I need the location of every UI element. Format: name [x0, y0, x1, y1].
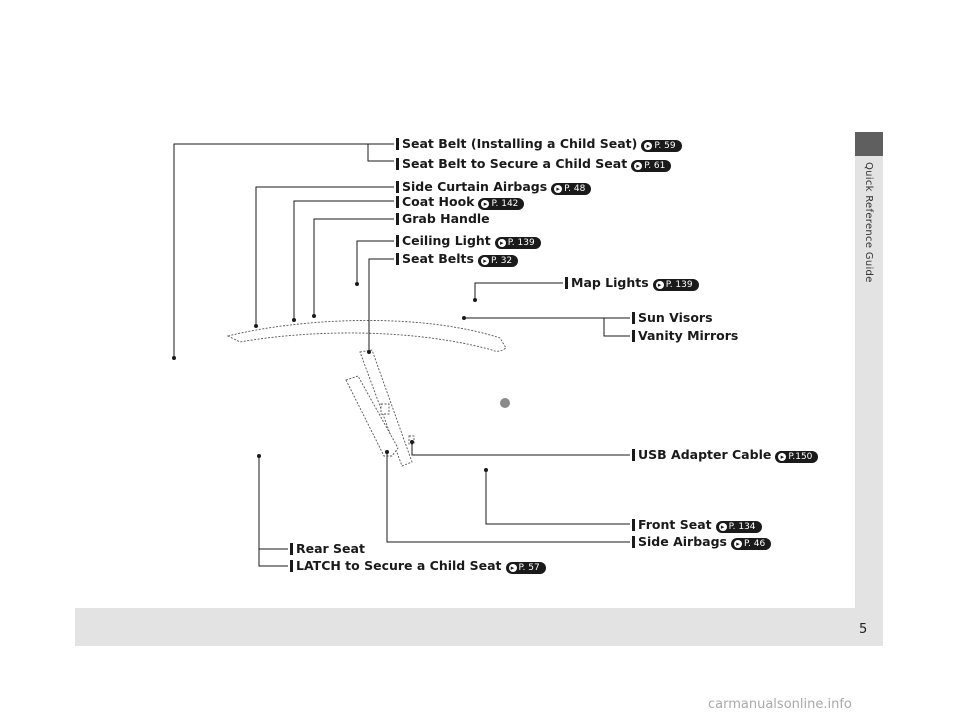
leader-seat-belts — [368, 258, 394, 352]
seat-back-outline — [345, 375, 399, 457]
page-ref-link[interactable]: ▸P. 61 — [631, 160, 672, 172]
leader-ceiling-light — [356, 240, 394, 284]
callout-label: Vanity Mirrors — [638, 328, 739, 343]
callout-label: Seat Belts — [402, 251, 474, 266]
seat-belt-buckle-outline — [380, 403, 390, 415]
callout-label: Rear Seat — [296, 541, 365, 556]
callout-label: Front Seat — [638, 517, 712, 532]
page-number: 5 — [859, 622, 868, 637]
callout-seat-belt-installing-child-seat: Seat Belt (Installing a Child Seat)▸P. 5… — [396, 136, 682, 152]
roof-liner-outline — [226, 320, 507, 352]
ceiling-knob — [500, 398, 510, 408]
page-ref-link[interactable]: ▸P. 46 — [730, 538, 772, 550]
leader-usb-adapter — [411, 442, 630, 456]
page-ref-link[interactable]: ▸P. 57 — [505, 562, 546, 574]
callout-front-seat: Front Seat▸P. 134 — [632, 517, 762, 533]
callout-side-airbags: Side Airbags▸P. 46 — [632, 534, 772, 550]
callout-label: Seat Belt to Secure a Child Seat — [402, 156, 628, 171]
callout-label: Coat Hook — [402, 194, 475, 209]
leader-map-lights — [474, 282, 563, 300]
callout-label: LATCH to Secure a Child Seat — [296, 558, 502, 573]
leader-latch — [258, 456, 288, 567]
watermark: carmanualsonline.info — [708, 697, 852, 712]
callout-seat-belts: Seat Belts▸P. 32 — [396, 251, 519, 267]
page-ref-link[interactable]: ▸P. 139 — [494, 237, 541, 249]
leader-coat-hook — [293, 200, 394, 320]
page-ref-link[interactable]: ▸P. 142 — [478, 198, 525, 210]
callout-side-curtain-airbags: Side Curtain Airbags▸P. 48 — [396, 179, 592, 195]
callout-sun-visors: Sun Visors — [632, 311, 713, 325]
leader-vanity-mirrors — [464, 317, 630, 337]
callout-ceiling-light: Ceiling Light▸P. 139 — [396, 233, 541, 249]
leader-grab-handle — [313, 218, 394, 316]
side-tab-label[interactable]: Quick Reference Guide — [863, 162, 874, 283]
page-ref-link[interactable]: ▸P. 48 — [551, 183, 592, 195]
page-ref-link[interactable]: ▸P.150 — [775, 451, 819, 463]
callout-latch-secure-child-seat: LATCH to Secure a Child Seat▸P. 57 — [290, 558, 546, 574]
page-ref-link[interactable]: ▸P. 134 — [715, 521, 762, 533]
callout-seat-belt-secure-child-seat: Seat Belt to Secure a Child Seat▸P. 61 — [396, 156, 672, 172]
page-ref-link[interactable]: ▸P. 59 — [641, 140, 682, 152]
callout-coat-hook: Coat Hook▸P. 142 — [396, 194, 525, 210]
side-tab — [855, 132, 883, 608]
footer-band — [75, 608, 883, 646]
leader-side-curtain-airbags — [255, 186, 394, 326]
side-tab-marker — [855, 132, 883, 156]
page-ref-link[interactable]: ▸P. 139 — [652, 279, 699, 291]
callout-label: Side Curtain Airbags — [402, 179, 548, 194]
callout-usb-adapter-cable: USB Adapter Cable▸P.150 — [632, 447, 819, 463]
callout-label: Seat Belt (Installing a Child Seat) — [402, 136, 638, 151]
leader-side-airbags — [386, 452, 630, 543]
callout-rear-seat: Rear Seat — [290, 542, 365, 556]
callout-label: USB Adapter Cable — [638, 447, 772, 462]
callout-grab-handle: Grab Handle — [396, 212, 490, 226]
leader-front-seat — [485, 470, 630, 525]
callout-label: Map Lights — [571, 275, 649, 290]
callout-vanity-mirrors: Vanity Mirrors — [632, 329, 738, 343]
callout-label: Ceiling Light — [402, 233, 491, 248]
callout-label: Grab Handle — [402, 211, 490, 226]
callout-map-lights: Map Lights▸P. 139 — [565, 275, 699, 291]
page-ref-link[interactable]: ▸P. 32 — [477, 255, 519, 267]
callout-label: Sun Visors — [638, 310, 713, 325]
callout-label: Side Airbags — [638, 534, 727, 549]
